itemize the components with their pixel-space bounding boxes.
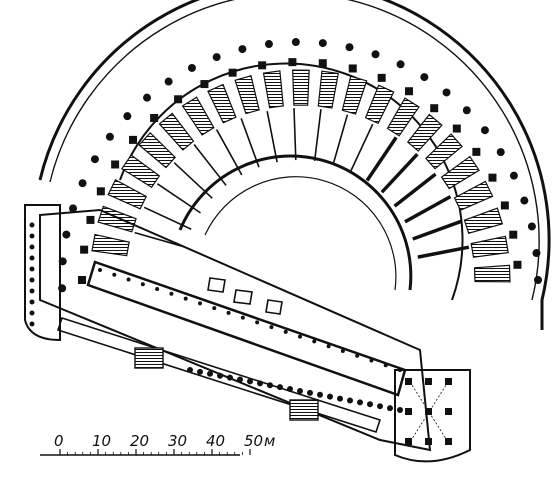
outer-wall: [38, 0, 551, 330]
outer-wall-inner-line: [49, 0, 540, 301]
scale-tick-label: 0: [54, 432, 64, 450]
inner-radial-walls: [134, 108, 470, 259]
right-end-block: [394, 369, 471, 463]
scale-tick-label: 20: [130, 432, 149, 450]
cavea-middle-wall: [119, 62, 464, 301]
radial-stair-ramps: [91, 69, 511, 283]
right-end-piers: [405, 378, 452, 445]
scale-tick-label: 40: [206, 432, 225, 450]
scale-tick-label: 50: [244, 432, 263, 450]
scale-tick-label: 10: [92, 432, 111, 450]
middle-arcade-piers: [78, 58, 522, 284]
orchestra-wall-inner: [204, 176, 397, 291]
outer-arcade-piers: [58, 38, 542, 293]
scale-tick-label: 30: [168, 432, 187, 450]
orchestra-wall: [178, 154, 413, 291]
scale-unit-label: м: [264, 432, 275, 450]
left-end-block: [24, 204, 61, 342]
stage-colonnade: [29, 222, 403, 413]
